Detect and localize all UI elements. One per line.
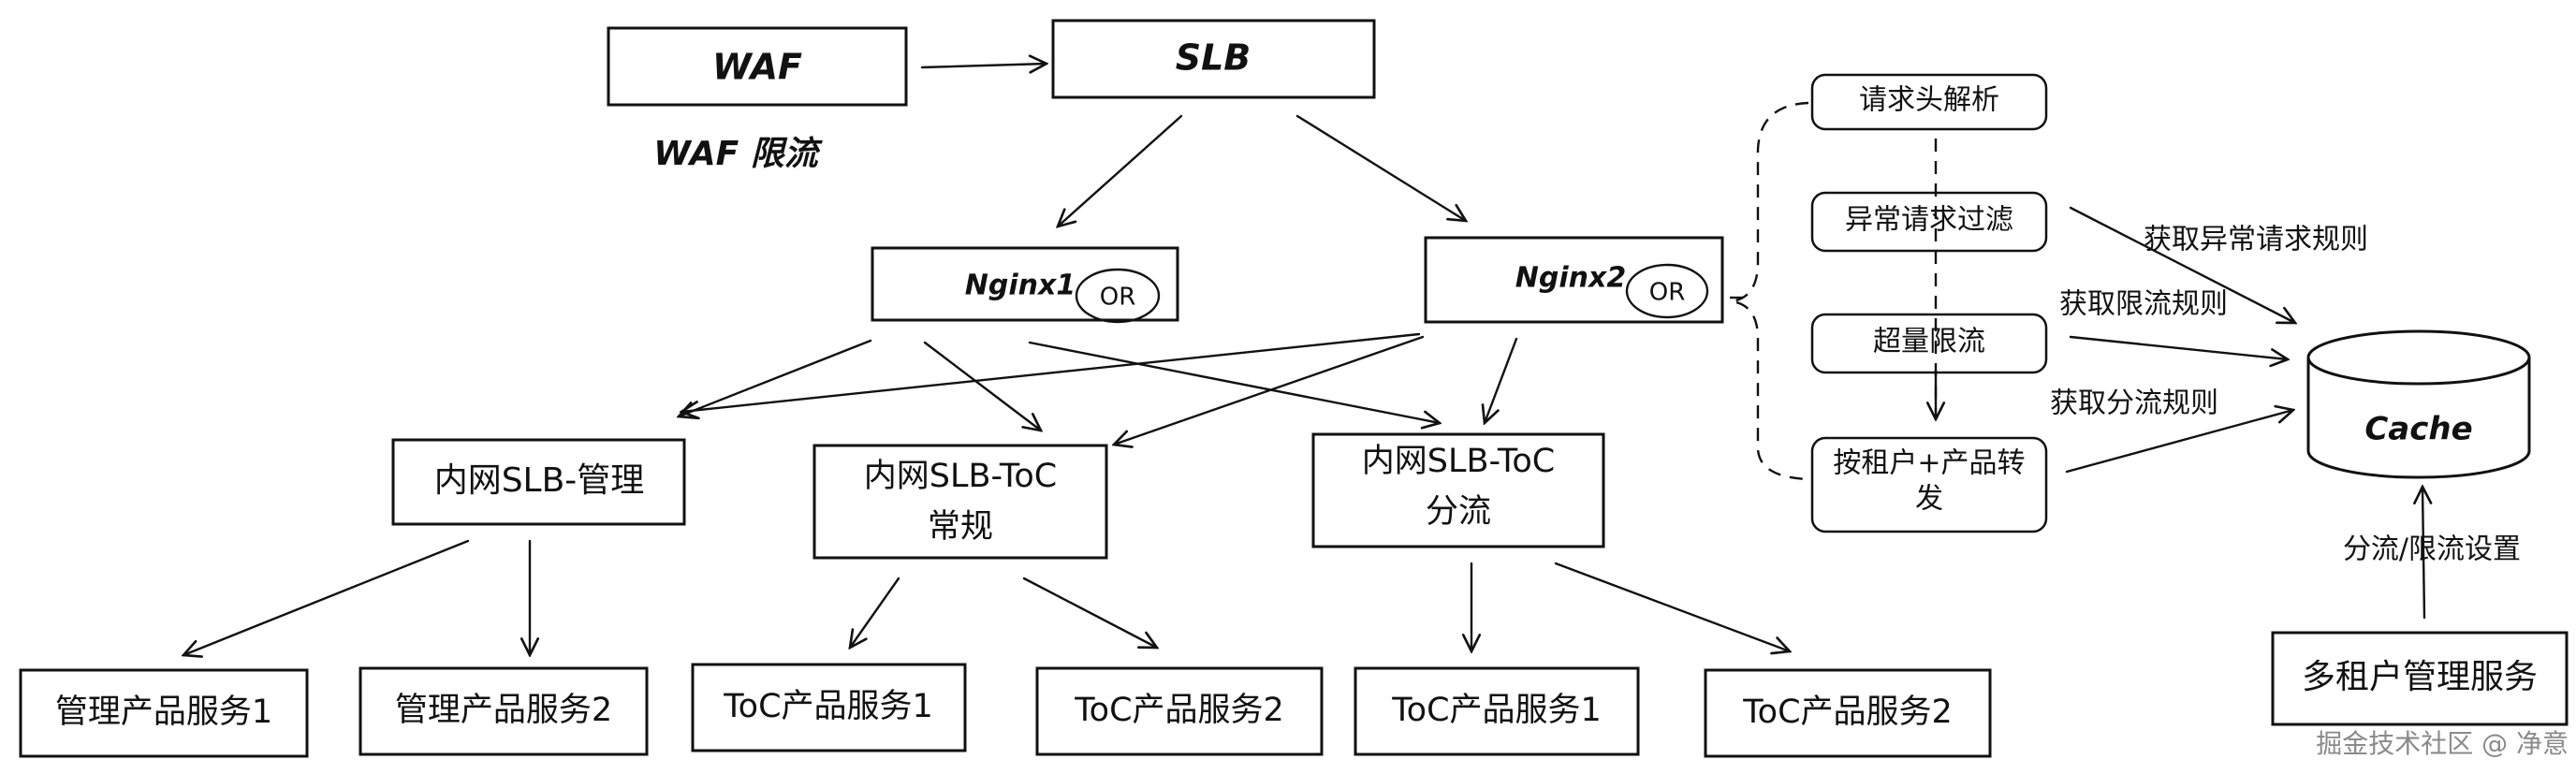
nginx1-label: Nginx1 (965, 270, 1076, 302)
or-badge-2 (1625, 263, 1709, 319)
svc-toc-2b-label: ToC产品服务2 (1742, 694, 1953, 731)
step-route-label-2: 发 (1915, 483, 1943, 516)
svc-toc-2b-node: ToC产品服务2 (1704, 668, 1992, 758)
step-limit-label: 超量限流 (1873, 326, 1985, 358)
edge-route-cache (2065, 410, 2293, 474)
svc-toc-1b-label: ToC产品服务1 (1391, 692, 1602, 729)
edge-slb-toc-split-svc2 (1554, 562, 1790, 651)
svc-admin-2-label: 管理产品服务2 (395, 692, 612, 729)
waf-node: WAF (607, 26, 908, 107)
tenant-service-label: 多租户管理服务 (2302, 658, 2538, 696)
slb-node: SLB (1051, 19, 1376, 99)
nginx1-node: Nginx1 OR (871, 246, 1179, 324)
slb-toc-split-label-1: 内网SLB-ToC (1362, 443, 1555, 480)
step-filter-node: 异常请求过滤 (1810, 191, 2048, 253)
svc-toc-1b-node: ToC产品服务1 (1354, 666, 1640, 756)
edge-limit-cache (2069, 335, 2288, 359)
slb-admin-node: 内网SLB-管理 (391, 438, 686, 526)
slb-toc-split-node: 内网SLB-ToC 分流 (1311, 432, 1605, 548)
edge-filter-cache (2069, 206, 2295, 323)
slb-toc-split-label-2: 分流 (1426, 493, 1491, 531)
or-badge-1 (1075, 268, 1161, 324)
edge-nginx1-slb-admin (679, 339, 872, 416)
step-parse-node: 请求头解析 (1810, 73, 2048, 131)
nginx2-node: Nginx2 OR (1424, 236, 1724, 324)
edge-nginx1-slb-toc-split (1028, 341, 1440, 423)
watermark: 掘金技术社区 @ 净意 (2316, 728, 2569, 759)
or-label-1: OR (1100, 284, 1136, 312)
edge-slb-toc-normal-svc1 (850, 577, 900, 648)
svc-toc-1a-node: ToC产品服务1 (691, 663, 967, 752)
svc-toc-1a-label: ToC产品服务1 (723, 688, 933, 725)
svc-admin-2-node: 管理产品服务2 (359, 666, 649, 756)
step-parse-label: 请求头解析 (1859, 84, 1999, 117)
edge-nginx2-slb-toc-split (1485, 337, 1518, 423)
waf-label: WAF (712, 47, 802, 88)
slb-admin-label: 内网SLB-管理 (434, 461, 645, 500)
edge-tenant-cache (2422, 487, 2424, 620)
edge-nginx2-slb-toc-normal (1114, 335, 1425, 445)
edge-waf-slb (920, 64, 1046, 67)
slb-toc-normal-label-2: 常规 (928, 508, 993, 546)
svc-admin-1-label: 管理产品服务1 (55, 694, 272, 731)
svc-admin-1-node: 管理产品服务1 (19, 668, 309, 758)
svc-toc-2a-node: ToC产品服务2 (1035, 666, 1324, 756)
waf-rate-limit-note: WAF 限流 (653, 135, 823, 173)
label-get-split-rules: 获取分流规则 (2050, 387, 2218, 420)
slb-label: SLB (1176, 37, 1251, 79)
label-get-limit-rules: 获取限流规则 (2059, 288, 2228, 321)
step-filter-label: 异常请求过滤 (1845, 204, 2013, 237)
cache-label: Cache (2364, 411, 2472, 448)
edge-slb-nginx1 (1058, 114, 1183, 226)
step-route-label-1: 按租户+产品转 (1833, 447, 2025, 480)
step-limit-node: 超量限流 (1810, 313, 2048, 374)
edge-slb-nginx2 (1295, 114, 1466, 221)
label-get-abnormal-rules: 获取异常请求规则 (2144, 224, 2368, 256)
slb-toc-normal-node: 内网SLB-ToC 常规 (812, 444, 1108, 560)
edge-nginx1-slb-toc-normal (923, 341, 1041, 431)
nginx2-label: Nginx2 (1515, 262, 1626, 295)
svc-toc-2a-label: ToC产品服务2 (1074, 692, 1284, 729)
nginx-steps-bracket (1731, 101, 1809, 481)
cache-node: Cache (2306, 329, 2531, 479)
edge-slb-admin-svc1 (183, 539, 470, 655)
label-split-limit-settings: 分流/限流设置 (2343, 533, 2521, 566)
slb-toc-normal-label-1: 内网SLB-ToC (864, 458, 1057, 495)
step-route-node: 按租户+产品转 发 (1810, 436, 2048, 533)
tenant-service-node: 多租户管理服务 (2271, 631, 2569, 726)
edge-slb-toc-normal-svc2 (1022, 577, 1157, 648)
or-label-2: OR (1649, 279, 1686, 307)
edge-nginx2-slb-admin (681, 332, 1421, 412)
